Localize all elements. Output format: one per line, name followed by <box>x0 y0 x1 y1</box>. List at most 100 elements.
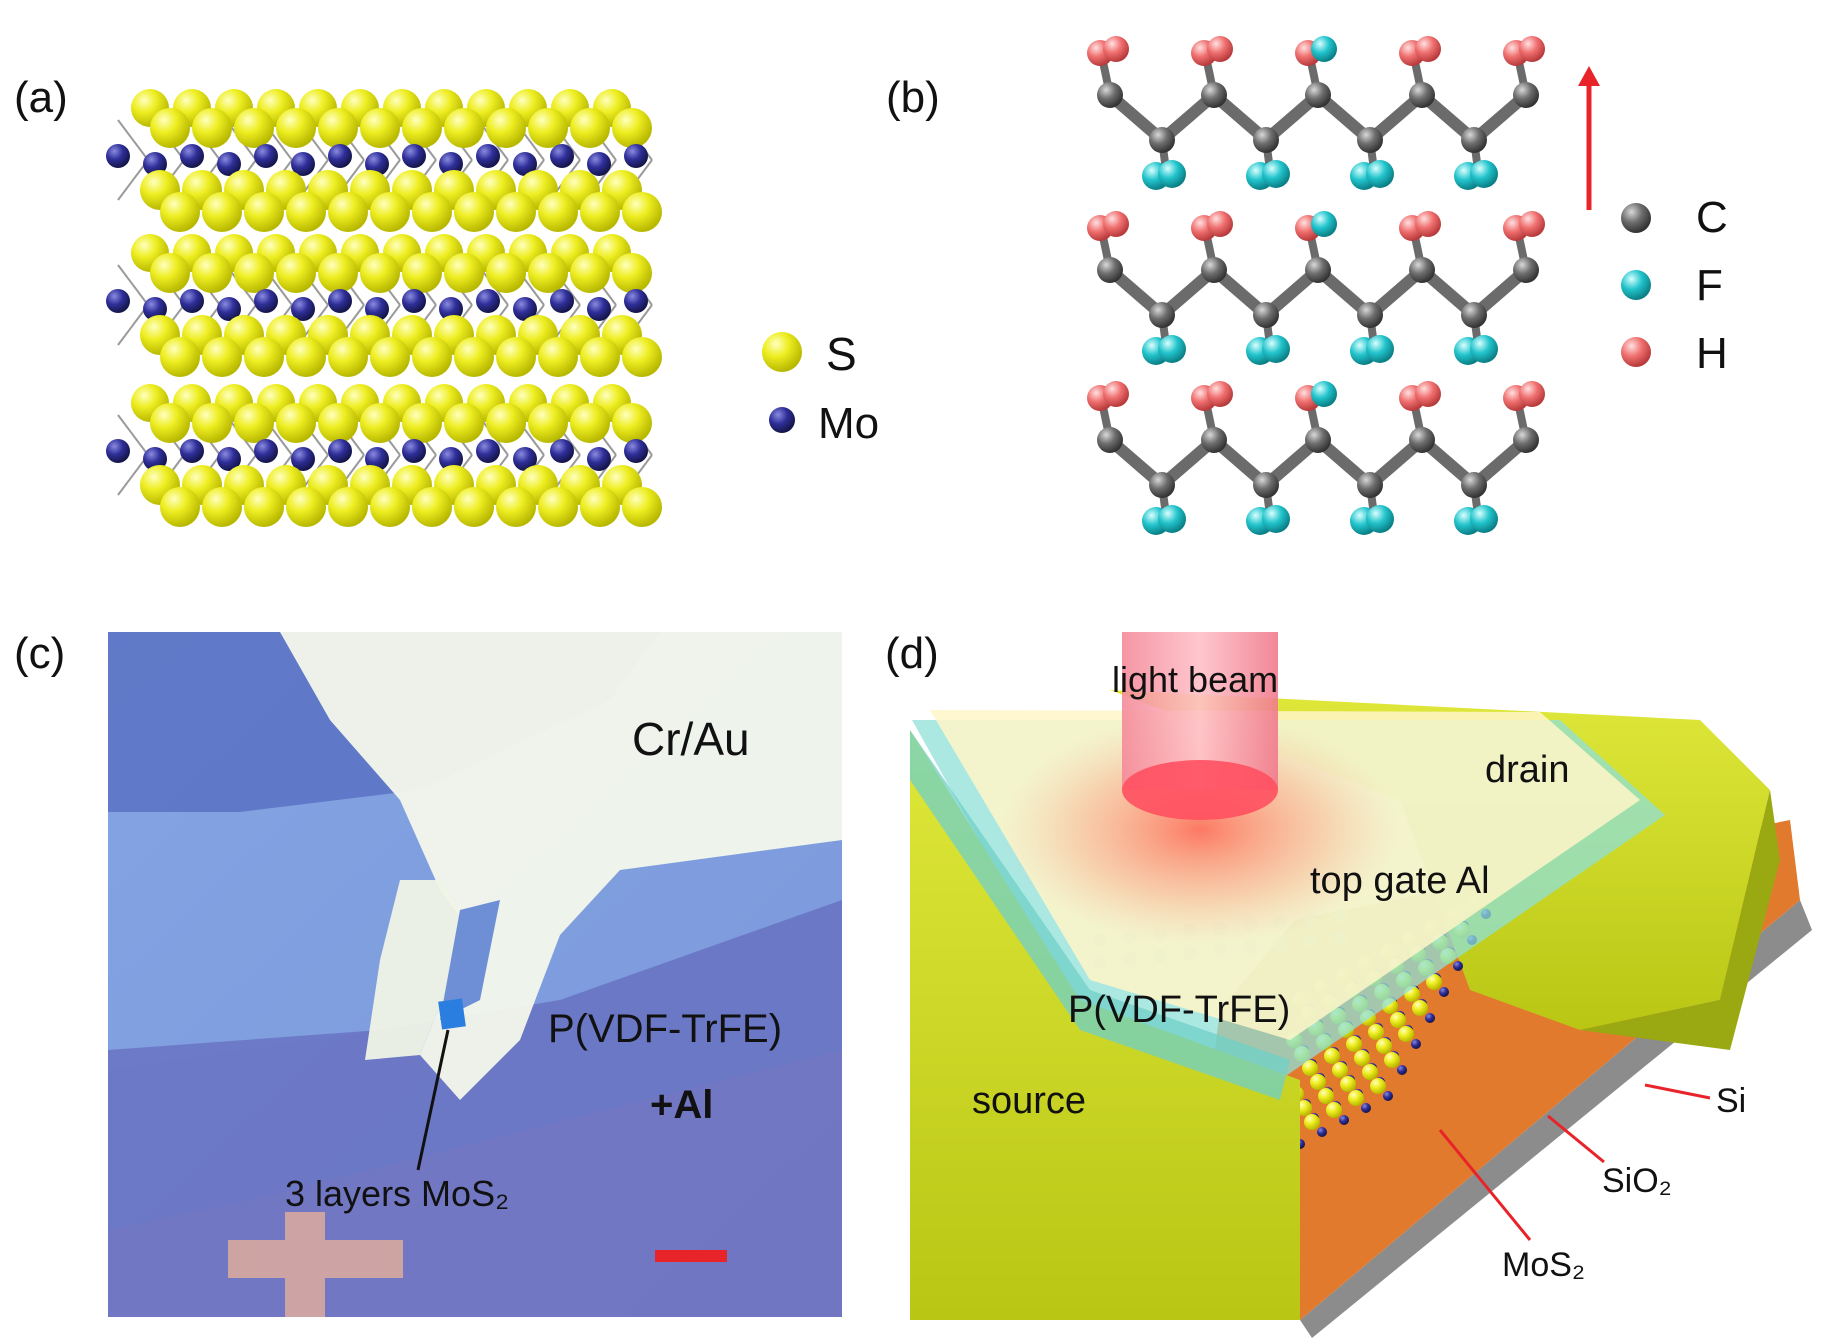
panel-a: (a) S Mo <box>14 73 879 527</box>
sulfur-atom <box>286 487 326 527</box>
legend-hydrogen-label: H <box>1696 329 1728 378</box>
hydrogen-legend-marker <box>1621 337 1651 367</box>
polymer-chain <box>1087 211 1545 365</box>
panel-label-c: (c) <box>14 629 65 678</box>
polymer-slab-edge <box>910 730 1290 1100</box>
fluorine-atom <box>1311 381 1337 407</box>
carbon-atom <box>1513 427 1539 453</box>
mos2-flake <box>438 998 466 1030</box>
fluorine-atom <box>1262 335 1290 363</box>
hydrogen-atom <box>1519 36 1545 62</box>
sulfur-atom <box>1370 1078 1386 1094</box>
molybdenum-atom <box>402 289 426 313</box>
molybdenum-atom <box>1425 1013 1435 1023</box>
sulfur-atom <box>1326 1102 1342 1118</box>
sulfur-atom <box>402 253 442 293</box>
molybdenum-atom <box>402 144 426 168</box>
sulfur-atom <box>1302 1060 1318 1076</box>
sulfur-atom <box>528 253 568 293</box>
panel-label-d: (d) <box>885 629 939 678</box>
molybdenum-atom <box>291 297 315 321</box>
carbon-atom <box>1357 302 1383 328</box>
carbon-atom <box>1253 302 1279 328</box>
molybdenum-atom <box>439 297 463 321</box>
sulfur-atom <box>150 108 190 148</box>
sulfur-atom <box>580 487 620 527</box>
molybdenum-atom <box>217 152 241 176</box>
molybdenum-atom <box>106 289 130 313</box>
sulfur-atom <box>486 108 526 148</box>
sulfur-atom <box>1332 1062 1348 1078</box>
sulfur-atom <box>612 403 652 443</box>
sulfur-atom <box>1376 1038 1392 1054</box>
molybdenum-atom <box>624 439 648 463</box>
sulfur-atom <box>328 487 368 527</box>
legend-sulfur-label: S <box>826 328 857 380</box>
hydrogen-atom <box>1415 381 1441 407</box>
molybdenum-atom <box>624 144 648 168</box>
carbon-atom <box>1097 257 1123 283</box>
molybdenum-atom <box>624 289 648 313</box>
sulfur-atom <box>622 337 662 377</box>
fluorine-atom <box>1311 36 1337 62</box>
sulfur-atom <box>538 487 578 527</box>
light-spot-glow <box>1000 715 1400 945</box>
sulfur-atom <box>276 403 316 443</box>
polymer-label: P(VDF-TrFE) <box>1068 989 1290 1031</box>
alignment-cross-mark <box>228 1212 403 1317</box>
light-beam-spot <box>1122 760 1278 820</box>
mos2-crystal-layers <box>106 89 662 527</box>
sulfur-atom <box>454 192 494 232</box>
sulfur-atom <box>286 337 326 377</box>
legend-fluorine-label: F <box>1696 261 1723 310</box>
flake-pointer-line <box>416 1029 450 1171</box>
fluorine-atom <box>1366 335 1394 363</box>
molybdenum-atom <box>328 144 352 168</box>
molybdenum-atom <box>106 144 130 168</box>
sulfur-atom <box>538 192 578 232</box>
sulfur-atom <box>1354 1050 1370 1066</box>
cr-au-electrode <box>280 632 842 1100</box>
sulfur-atom <box>234 403 274 443</box>
fluorine-atom <box>1158 335 1186 363</box>
sulfur-atom <box>412 337 452 377</box>
carbon-atom <box>1409 427 1435 453</box>
sulfur-atom <box>234 108 274 148</box>
carbon-atom <box>1513 82 1539 108</box>
mos2-layer <box>106 234 662 377</box>
sulfur-atom <box>318 253 358 293</box>
panel-b: (b) C F H <box>886 36 1728 535</box>
sulfur-atom <box>402 108 442 148</box>
hydrogen-atom <box>1415 36 1441 62</box>
fluorine-atom <box>1311 211 1337 237</box>
source-label: source <box>972 1080 1086 1122</box>
hydrogen-atom <box>1207 36 1233 62</box>
light-beam-label: light beam <box>1112 659 1278 700</box>
sulfur-atom <box>360 253 400 293</box>
molybdenum-atom <box>254 144 278 168</box>
sulfur-atom <box>286 192 326 232</box>
molybdenum-atom <box>513 152 537 176</box>
mos2-pointer-line <box>1438 1129 1532 1241</box>
polymer-label-line1: P(VDF-TrFE) <box>548 1007 782 1051</box>
sulfur-atom <box>234 253 274 293</box>
sulfur-atom <box>370 192 410 232</box>
sulfur-atom <box>444 108 484 148</box>
hydrogen-atom <box>1103 36 1129 62</box>
sulfur-atom <box>622 192 662 232</box>
sulfur-atom <box>276 108 316 148</box>
sulfur-atom <box>1398 1026 1414 1042</box>
molybdenum-atom <box>439 447 463 471</box>
fluorine-atom <box>1470 160 1498 188</box>
fluorine-atom <box>1262 505 1290 533</box>
sulfur-atom <box>276 253 316 293</box>
molybdenum-atom <box>254 289 278 313</box>
carbon-atom <box>1513 257 1539 283</box>
sulfur-atom <box>486 253 526 293</box>
sulfur-atom <box>580 192 620 232</box>
sulfur-atom <box>412 487 452 527</box>
polymer-chain <box>1087 381 1545 535</box>
molybdenum-atom <box>476 144 500 168</box>
molybdenum-atom <box>1411 1039 1421 1049</box>
sulfur-atom <box>1362 1064 1378 1080</box>
